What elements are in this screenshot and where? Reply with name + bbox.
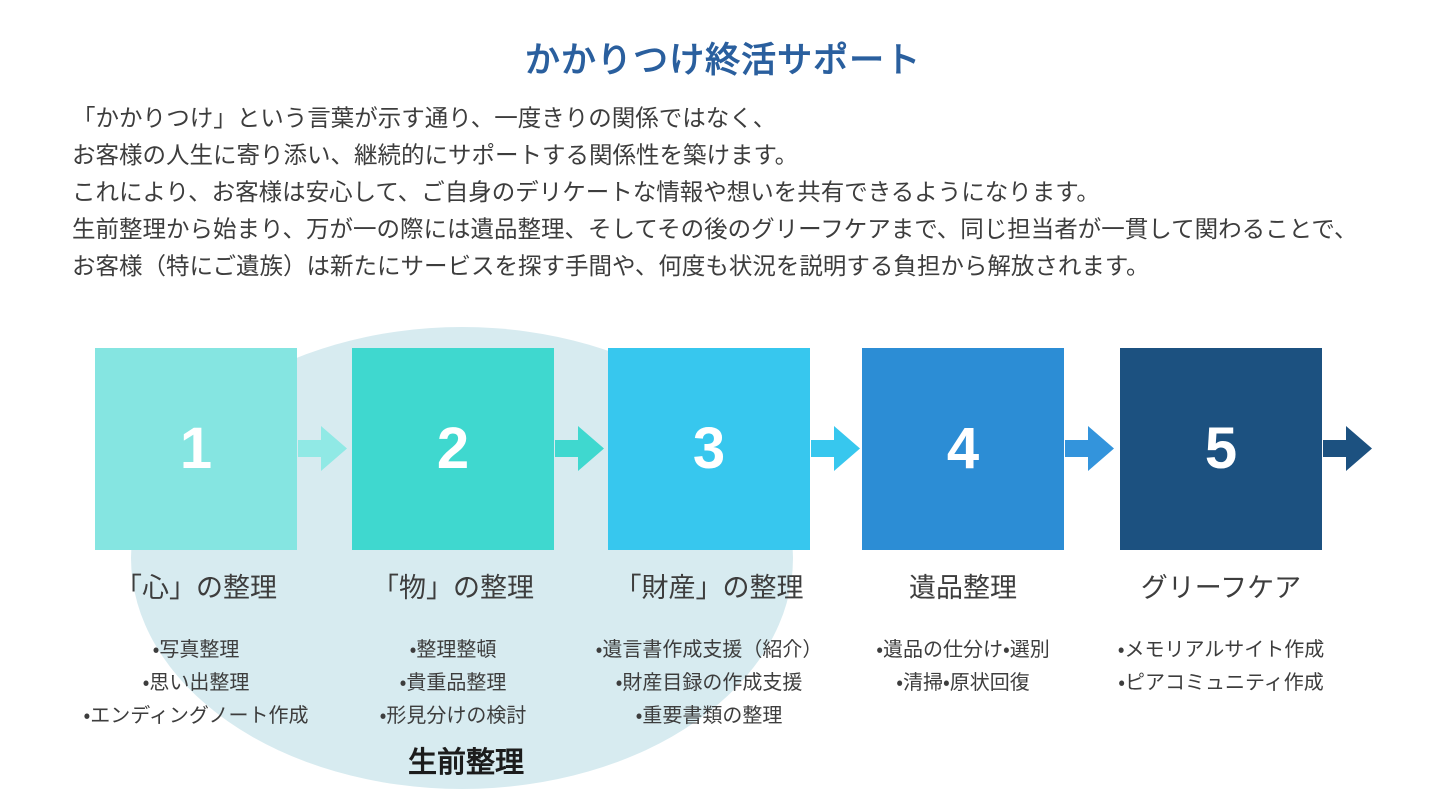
list-item: ・遺品の仕分け・選別 [876, 639, 1050, 661]
arrow-right-shape [298, 426, 347, 471]
arrow-right-icon [1323, 426, 1372, 471]
arrow-right-shape [1065, 426, 1114, 471]
intro-paragraph: 「かかりつけ」という言葉が示す通り、一度きりの関係ではなく、 お客様の人生に寄り… [72, 100, 1357, 285]
list-item: ・遺言書作成支援（紹介） [595, 639, 823, 661]
intro-line: これにより、お客様は安心して、ご自身のデリケートな情報や想いを共有できるようにな… [72, 179, 1100, 205]
pre-death-organizing-label: 生前整理 [407, 747, 524, 779]
step-items-3: ・遺言書作成支援（紹介） ・財産目録の作成支援 ・重要書類の整理 [539, 634, 879, 733]
list-item: ・財産目録の作成支援 [615, 672, 803, 694]
arrow-right-icon [811, 426, 860, 471]
intro-line: お客様（特にご遺族）は新たにサービスを探す手間や、何度も状況を説明する負担から解… [72, 253, 1150, 279]
list-item: ・清掃・原状回復 [896, 672, 1030, 694]
step-number-3: 3 [692, 416, 726, 481]
list-item: ・メモリアルサイト作成 [1117, 639, 1325, 661]
arrow-right-shape [811, 426, 860, 471]
step-label-4: 遺品整理 [909, 573, 1017, 603]
step-box-3: 3 [608, 348, 810, 550]
list-item: ・写真整理 [152, 639, 240, 661]
list-item: ・思い出整理 [142, 672, 250, 694]
arrow-right-icon [1065, 426, 1114, 471]
arrow-right-icon [555, 426, 604, 471]
intro-line: 生前整理から始まり、万が一の際には遺品整理、そしてその後のグリーフケアまで、同じ… [72, 216, 1358, 242]
arrow-right-icon [298, 426, 347, 471]
step-items-4: ・遺品の仕分け・選別 ・清掃・原状回復 [793, 634, 1133, 700]
list-item: ・エンディングノート作成 [83, 705, 309, 727]
step-number-5: 5 [1204, 416, 1238, 481]
step-items-5: ・メモリアルサイト作成 ・ピアコミュニティ作成 [1051, 634, 1391, 700]
step-number-4: 4 [946, 416, 980, 481]
step-box-4: 4 [862, 348, 1064, 550]
intro-line: 「かかりつけ」という言葉が示す通り、一度きりの関係ではなく、 [72, 105, 777, 131]
intro-line: お客様の人生に寄り添い、継続的にサポートする関係性を築けます。 [72, 142, 799, 168]
step-number-1: 1 [179, 416, 213, 481]
step-box-5: 5 [1120, 348, 1322, 550]
step-number-2: 2 [436, 416, 470, 481]
step-label-1: 「心」の整理 [115, 573, 277, 603]
step-label-3: 「財産」の整理 [614, 573, 804, 603]
step-label-2: 「物」の整理 [372, 573, 534, 603]
step-box-1: 1 [95, 348, 297, 550]
list-item: ・整理整頓 [409, 639, 497, 661]
arrow-right-shape [1323, 426, 1372, 471]
list-item: ・重要書類の整理 [635, 705, 783, 727]
step-box-2: 2 [352, 348, 554, 550]
list-item: ・貴重品整理 [399, 672, 507, 694]
list-item: ・形見分けの検討 [379, 705, 527, 727]
page-title: かかりつけ終活サポート [524, 41, 922, 80]
step-label-5: グリーフケア [1140, 573, 1302, 603]
step-items-1: ・写真整理 ・思い出整理 ・エンディングノート作成 [26, 634, 366, 733]
step-items-2: ・整理整頓 ・貴重品整理 ・形見分けの検討 [283, 634, 623, 733]
arrow-right-shape [555, 426, 604, 471]
list-item: ・ピアコミュニティ作成 [1118, 672, 1324, 694]
